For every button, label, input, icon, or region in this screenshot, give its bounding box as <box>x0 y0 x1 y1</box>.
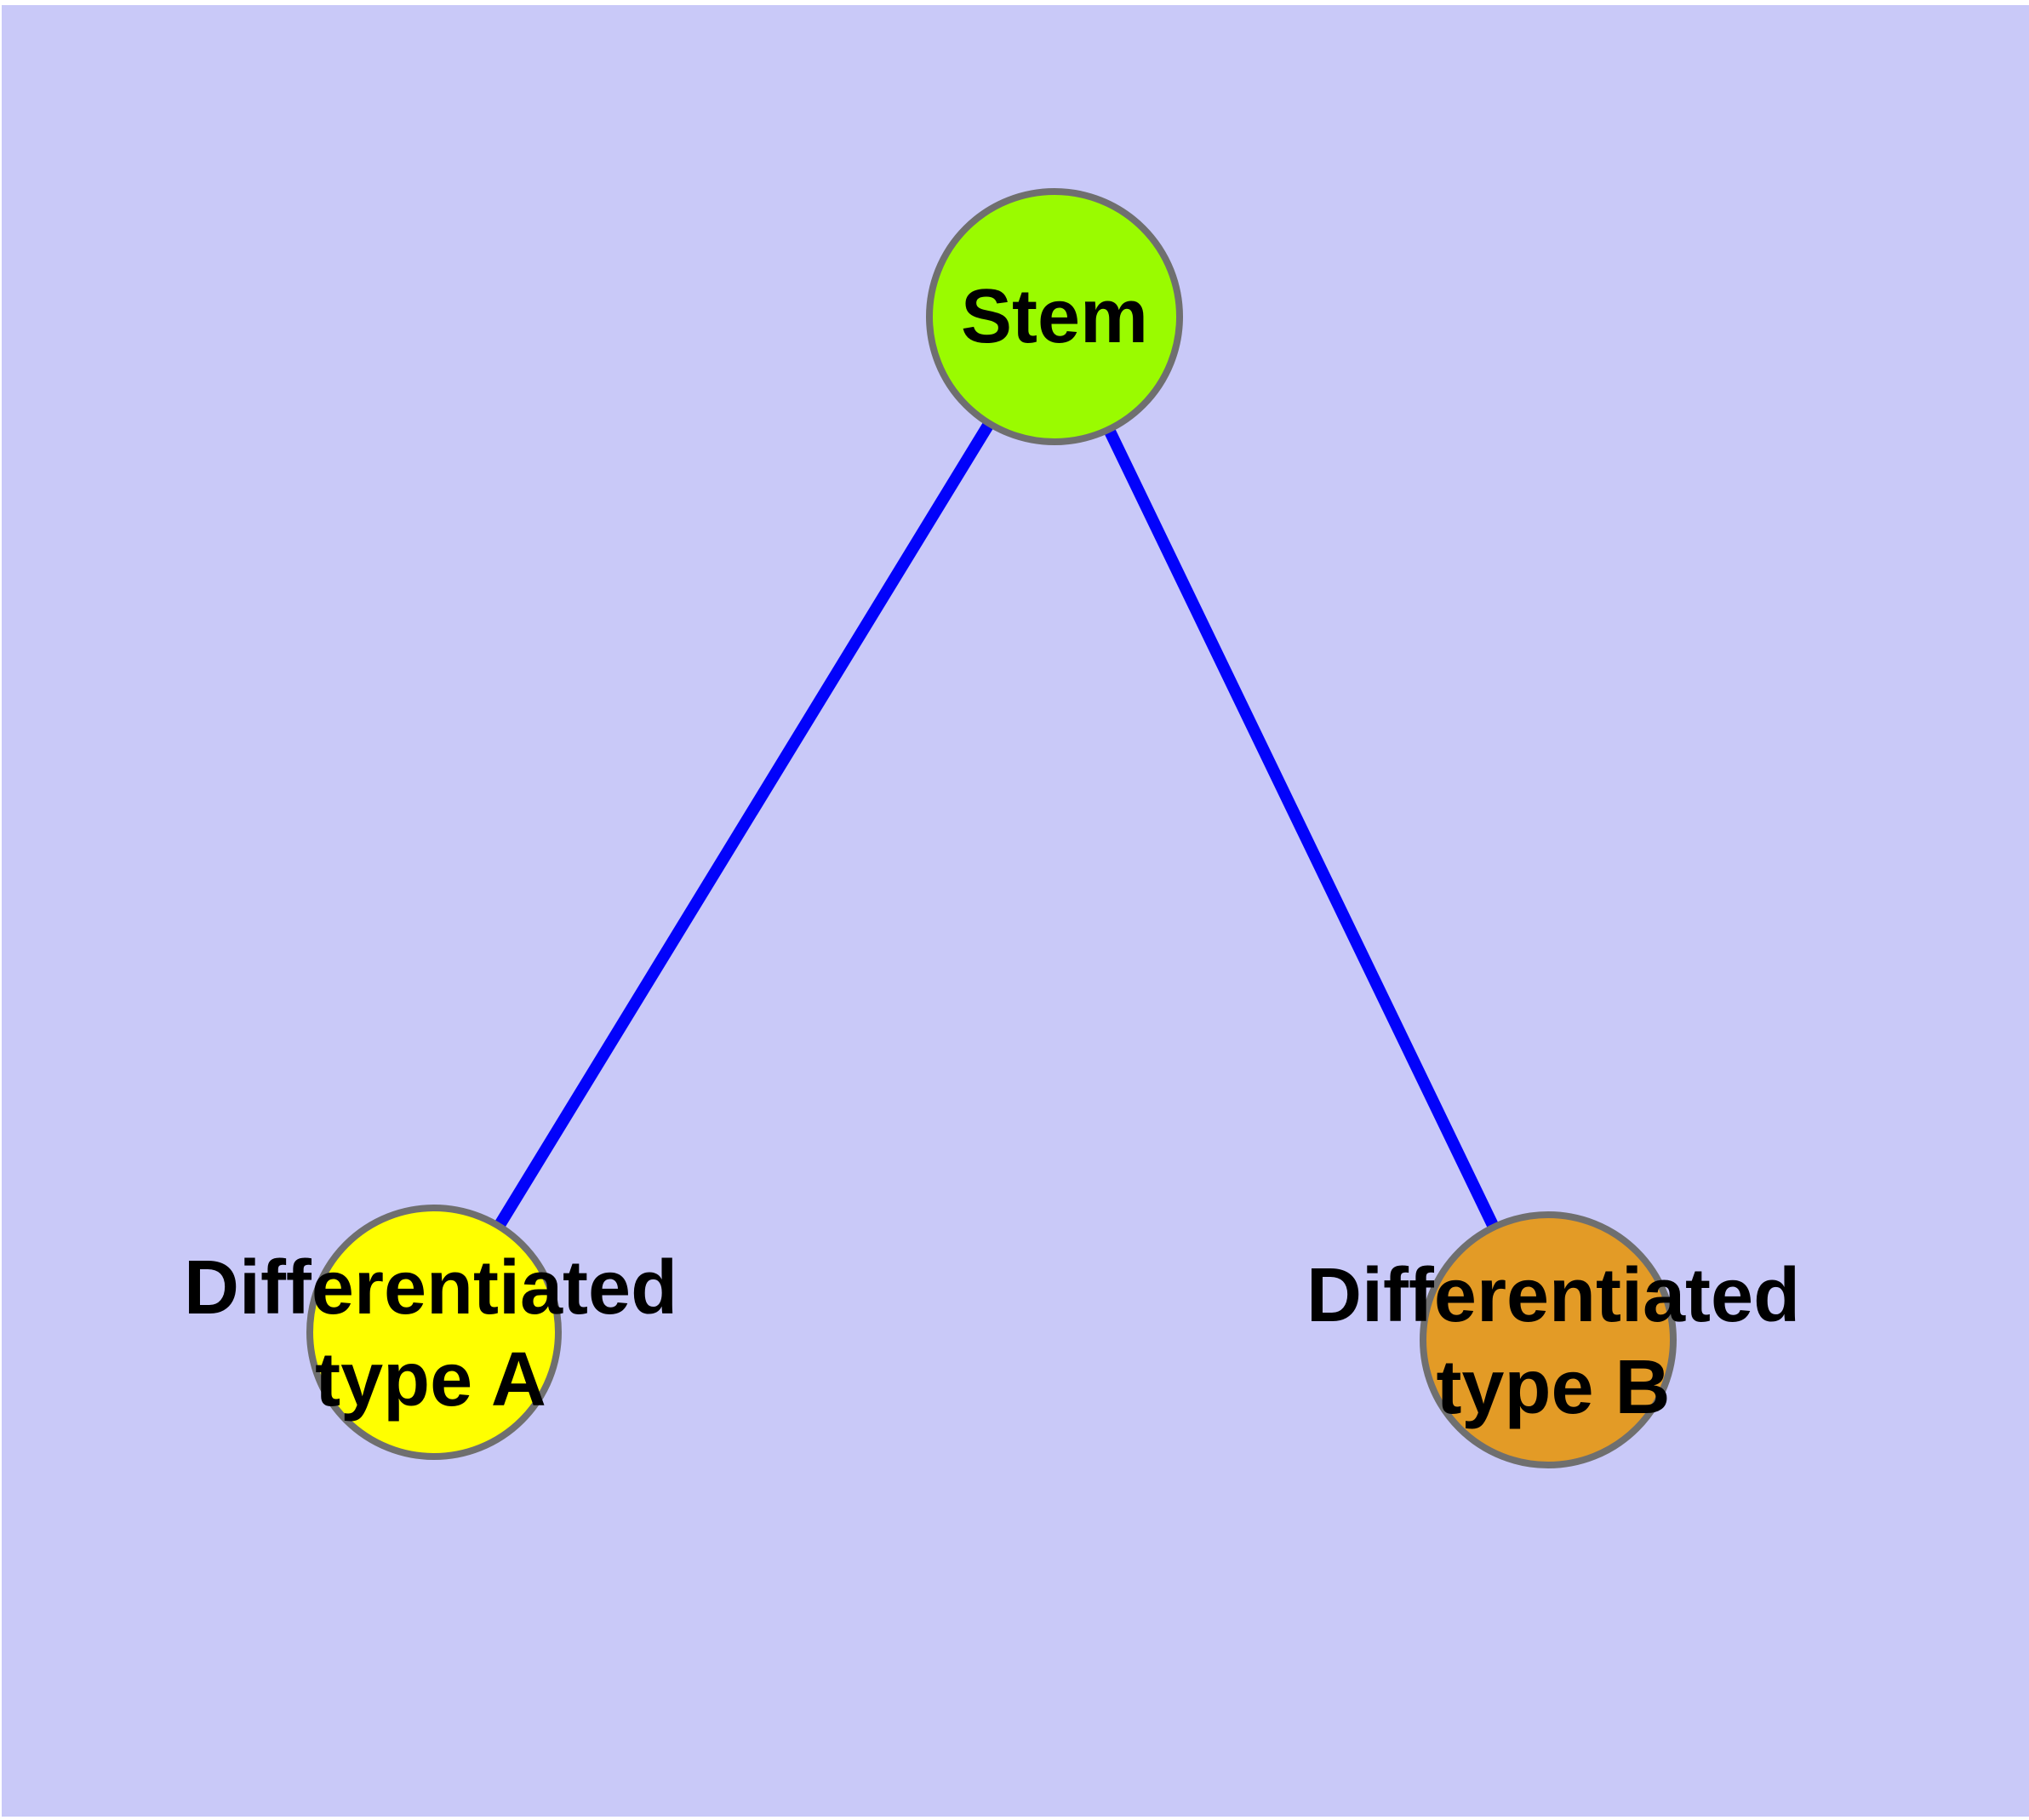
node-label-differentiated-a-line1: Differentiated <box>183 1245 678 1331</box>
edge-stem-to-type-b <box>1049 313 1554 1343</box>
node-label-differentiated-a: Differentiated type A <box>184 1242 677 1426</box>
edge-stem-to-type-a <box>429 313 1060 1336</box>
node-label-differentiated-b: Differentiated type B <box>1306 1250 1800 1434</box>
node-label-differentiated-a-line2: type A <box>315 1337 546 1422</box>
node-label-differentiated-b-line1: Differentiated <box>1306 1253 1801 1338</box>
node-label-differentiated-b-line2: type B <box>1436 1345 1671 1430</box>
node-differentiated-a <box>306 1205 562 1460</box>
node-label-stem-line1: Stem <box>960 274 1149 359</box>
node-label-stem: Stem <box>961 271 1148 363</box>
node-stem <box>926 188 1183 445</box>
node-differentiated-b <box>1420 1211 1677 1468</box>
